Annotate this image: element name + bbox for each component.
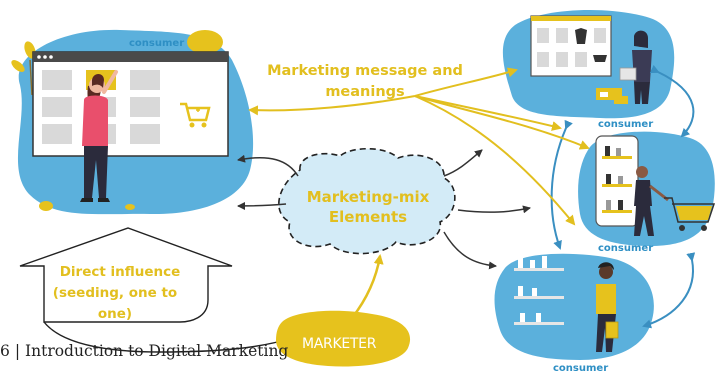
page-number: 6 [0,342,10,360]
mix-arrow-to-main-lower [237,201,287,210]
mix-arrow-to-bottom-right [443,231,497,270]
shelf-icon [514,256,564,325]
page-footer: 6 | Introduction to Digital Marketing [0,340,288,362]
woman-shopper-figure [80,70,118,202]
marketer-node: MARKETER [276,254,411,367]
peer-arrow-mid-bottom [642,252,696,329]
message-arrow-to-topright-2 [414,95,562,131]
phone-store-icon [595,135,639,227]
mix-arrow-to-middle-right [457,205,531,214]
shopping-cart-icon [664,197,716,231]
shopper-figure-bottom [596,262,619,352]
mix-arrow-to-top-right [443,149,483,177]
browser-window-icon [32,51,229,157]
consumer-label-top-right: consumer [598,119,653,130]
marketing-message-line2: meanings [325,84,404,100]
consumer-scene-shelves: consumer [494,253,654,374]
consumer-peer-arrows [550,64,696,329]
marketing-mix-line2: Elements [329,208,407,226]
footer-separator: | [14,342,21,360]
message-arrow-to-bottom [414,95,576,226]
peer-arrow-top-bottom [550,119,573,250]
message-arrow-to-middle [414,95,590,150]
clothing-rack-icon [530,15,612,77]
consumer-scene-groceries: consumer [578,131,716,254]
message-arrow-to-main [248,95,416,116]
boxes-icon [596,88,628,104]
mix-arrow-to-main-upper [237,154,299,177]
consumer-label-bottom-right: consumer [553,363,608,374]
marketing-message-line1: Marketing message and [267,63,463,79]
direct-influence-line3: one) [98,306,132,322]
marketing-mix-cloud: Marketing-mix Elements [278,147,456,255]
marketing-message-label: Marketing message and meanings [267,63,463,100]
peer-arrow-top-mid [649,64,695,138]
marketing-mix-arrows [237,149,531,270]
marketing-mix-line1: Marketing-mix [307,188,430,206]
direct-influence-arrow: Direct influence (seeding, one to one) [19,227,293,353]
main-consumer-scene: consumer [11,29,254,215]
consumer-label-main: consumer [129,38,184,49]
marketer-to-mix-arrow [351,254,384,319]
marketer-blob [276,310,411,367]
consumer-label-middle-right: consumer [598,243,653,254]
message-arrow-to-top [414,67,518,97]
direct-influence-line2: (seeding, one to [53,285,177,301]
direct-influence-curve [43,321,293,353]
marketing-message-arrows [248,67,590,226]
consumer-scene-clothing: consumer [502,9,675,130]
direct-influence-line1: Direct influence [60,264,181,280]
shopper-figure-top [619,30,652,104]
marketer-label: MARKETER [302,336,377,352]
shopper-figure-middle [634,166,669,236]
shopping-cart-icon [180,102,211,128]
document-title: Introduction to Digital Marketing [24,342,289,360]
